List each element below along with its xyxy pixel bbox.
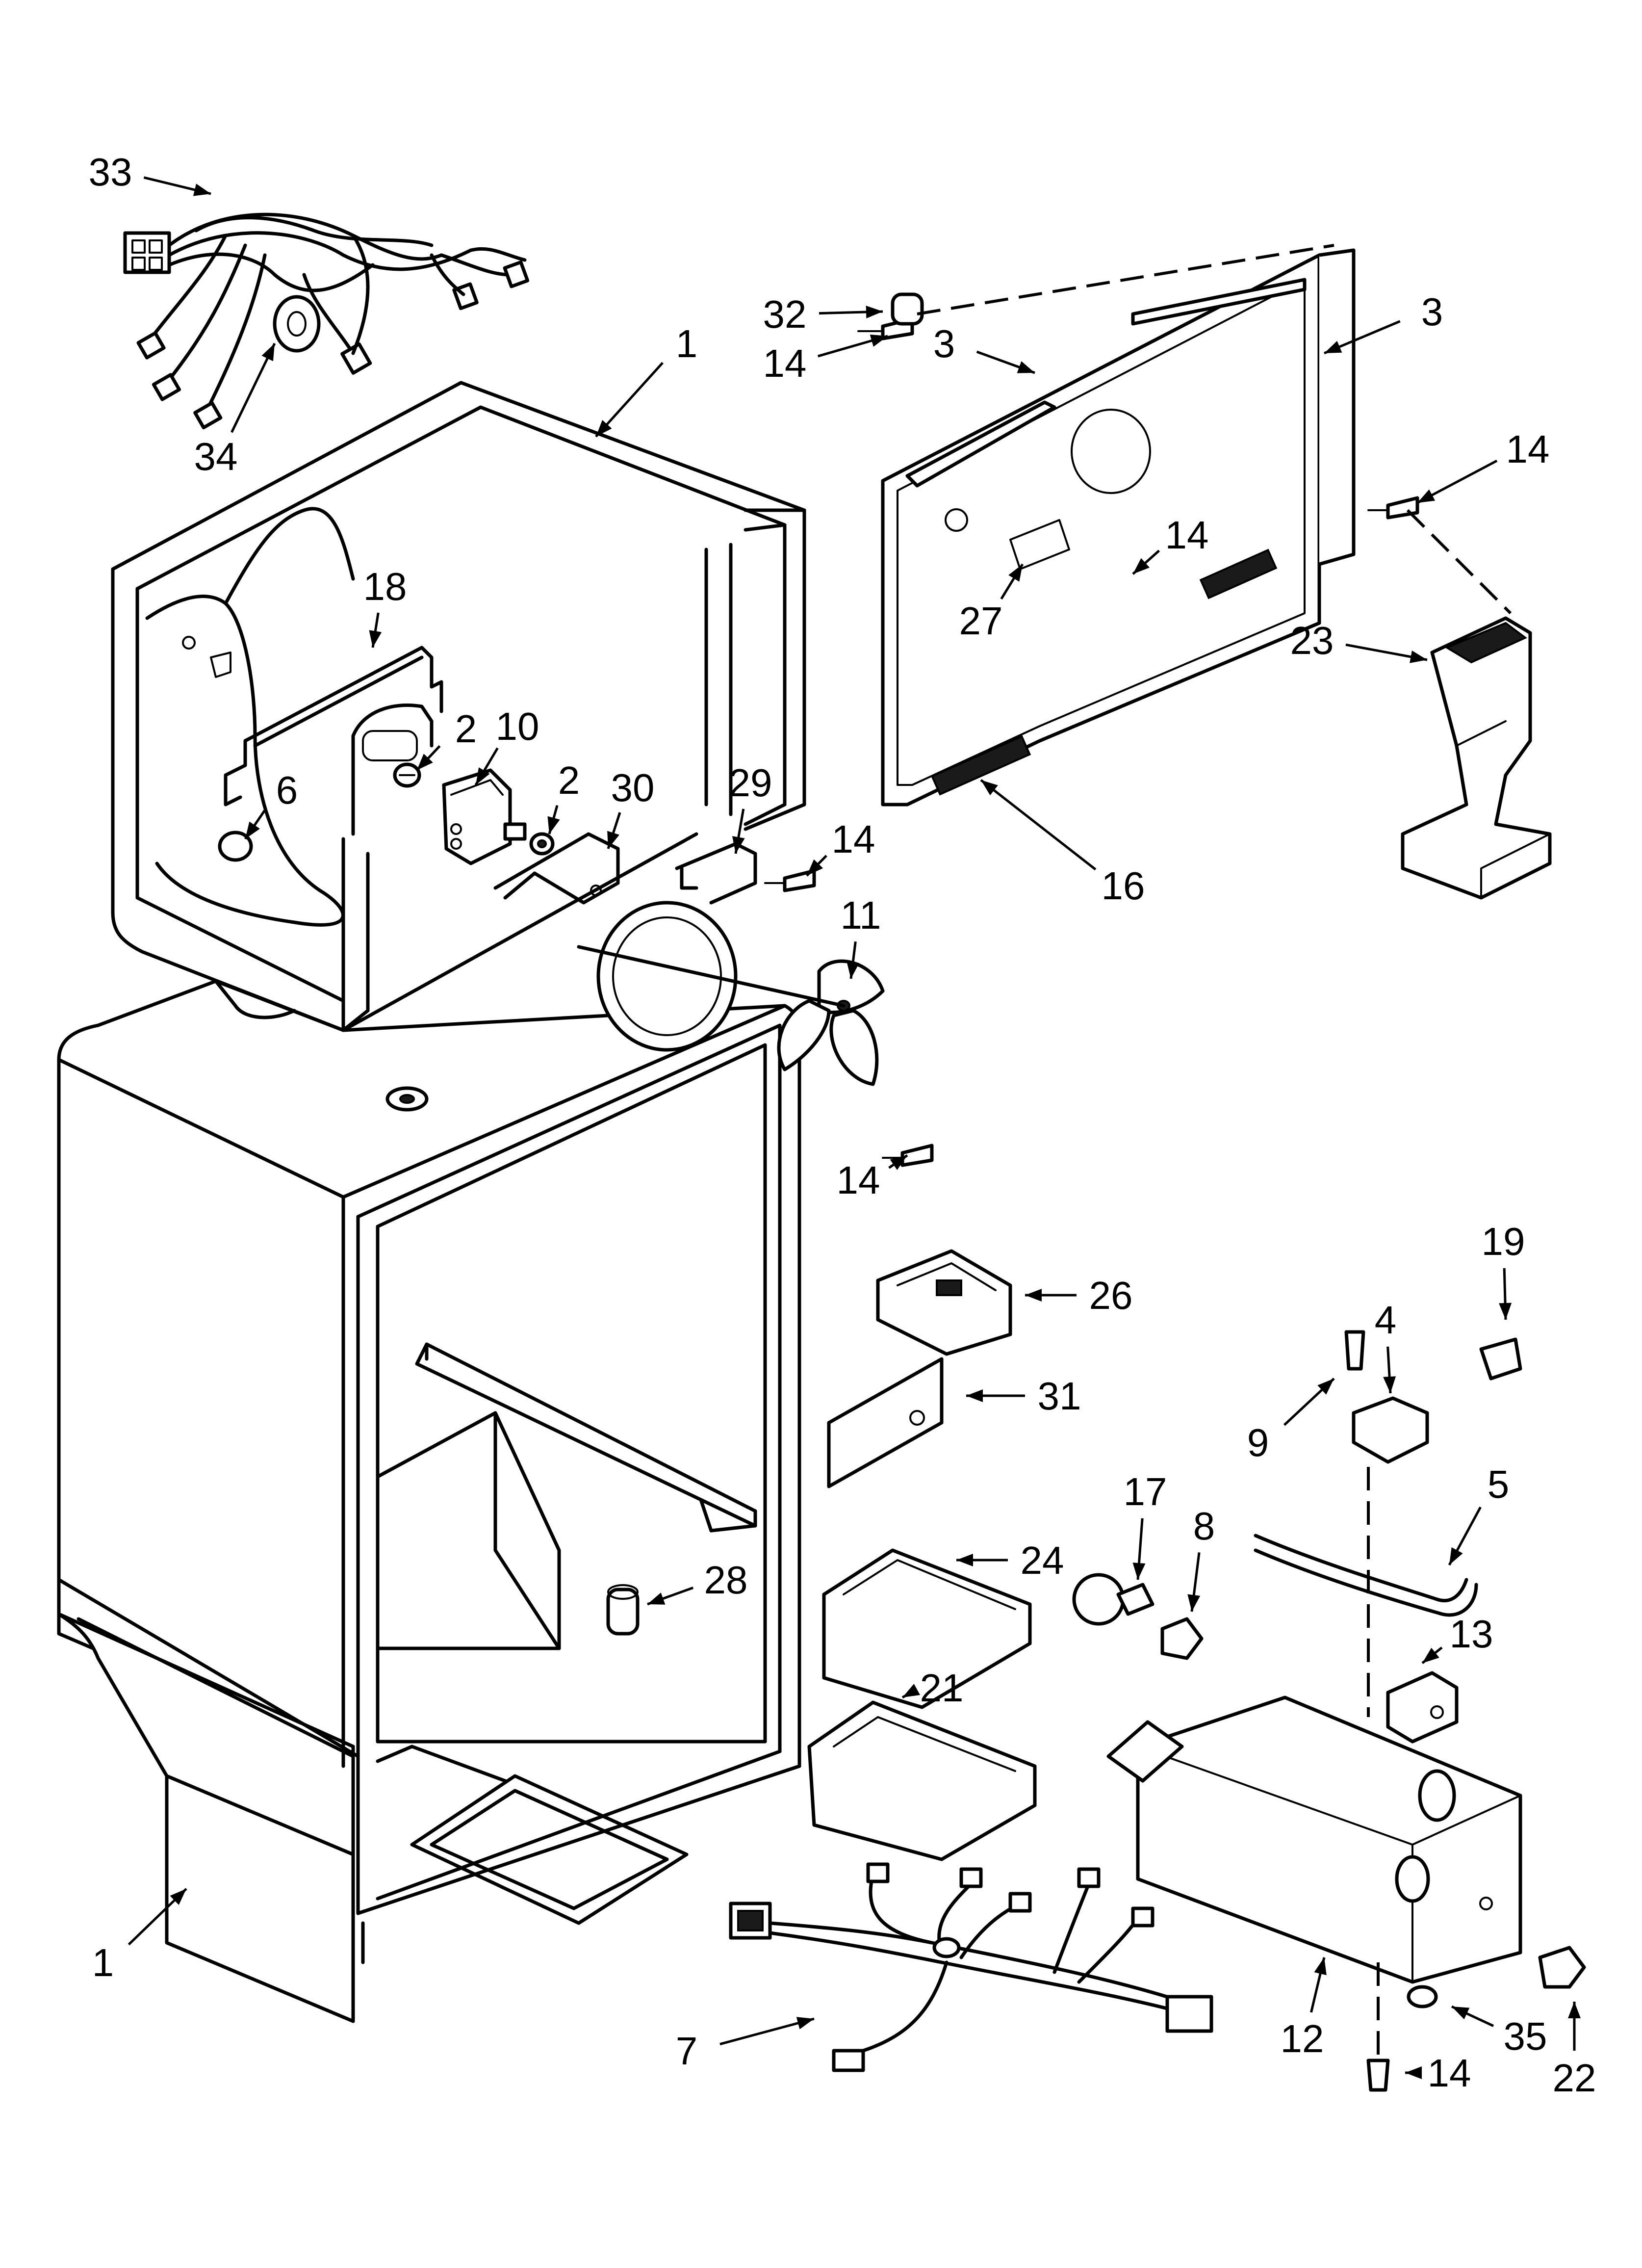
callout-c29: 29 xyxy=(729,761,772,805)
arrowhead-c18 xyxy=(369,630,382,648)
callout-c24: 24 xyxy=(1021,1538,1064,1582)
callout-c32: 32 xyxy=(763,292,807,336)
arrowhead-c29 xyxy=(732,836,745,854)
arrowhead-c34 xyxy=(261,343,275,362)
arrowhead-c23 xyxy=(1410,651,1427,663)
arrowhead-c17 xyxy=(1132,1563,1146,1580)
evaporator-cover xyxy=(881,248,1356,807)
callout-c4: 4 xyxy=(1375,1298,1397,1342)
wiring-harness-top xyxy=(123,212,530,430)
callout-c11: 11 xyxy=(840,893,881,937)
callout-c19: 19 xyxy=(1482,1220,1525,1263)
callout-c13: 13 xyxy=(1450,1612,1493,1656)
arrowhead-c14a xyxy=(870,334,888,347)
callout-c2a: 2 xyxy=(455,707,477,751)
arrowhead-c2a xyxy=(417,754,433,770)
arrowhead-c1b xyxy=(170,1889,186,1905)
air-duct xyxy=(1401,616,1552,900)
callout-c23: 23 xyxy=(1290,619,1334,662)
freezer-liner xyxy=(111,381,806,1032)
callout-c18: 18 xyxy=(363,565,407,608)
arrowhead-c3a xyxy=(1324,340,1342,353)
arrowhead-c4 xyxy=(1383,1376,1396,1393)
arrowhead-c3b xyxy=(1017,361,1035,373)
callout-c14e: 14 xyxy=(837,1158,880,1202)
callout-c3b: 3 xyxy=(933,322,955,365)
callout-c14b: 14 xyxy=(1506,427,1550,471)
callout-c14f: 14 xyxy=(1428,2051,1471,2095)
arrowhead-c26 xyxy=(1025,1289,1042,1302)
arrowhead-c10 xyxy=(476,767,490,785)
arrowhead-c6 xyxy=(245,821,260,839)
arrowhead-c14b xyxy=(1417,489,1436,503)
callout-c7: 7 xyxy=(676,2029,698,2073)
arrowhead-c11 xyxy=(847,961,860,979)
arrowhead-c35 xyxy=(1452,2007,1470,2020)
callout-c9: 9 xyxy=(1247,1421,1269,1464)
callout-c27: 27 xyxy=(959,599,1003,643)
arrowhead-c28 xyxy=(647,1592,666,1605)
callout-c17: 17 xyxy=(1124,1470,1167,1513)
callout-c21: 21 xyxy=(920,1666,964,1710)
callout-c14d: 14 xyxy=(832,817,875,861)
callout-c12: 12 xyxy=(1281,2017,1324,2060)
small-parts xyxy=(218,244,1586,2092)
arrowhead-c14c xyxy=(1133,558,1150,574)
callout-c8: 8 xyxy=(1193,1504,1215,1548)
callout-c14c: 14 xyxy=(1165,513,1209,557)
arrowhead-c5 xyxy=(1449,1547,1463,1565)
arrowhead-c33 xyxy=(193,183,211,196)
callout-c34: 34 xyxy=(194,435,238,478)
callout-c35: 35 xyxy=(1504,2014,1547,2058)
callout-c1a: 1 xyxy=(676,322,698,365)
callout-c16: 16 xyxy=(1102,864,1145,908)
callout-c26: 26 xyxy=(1089,1274,1133,1317)
callout-c2b: 2 xyxy=(558,758,580,802)
callout-c14a: 14 xyxy=(763,341,807,385)
callout-c1b: 1 xyxy=(92,1941,114,1984)
callout-c3a: 3 xyxy=(1421,290,1443,334)
arrowhead-c21 xyxy=(902,1684,921,1697)
wiring-harness-bottom xyxy=(729,1862,1213,2072)
callout-c5: 5 xyxy=(1488,1462,1510,1506)
arrowhead-c32 xyxy=(866,305,883,318)
callout-c30: 30 xyxy=(611,766,655,809)
callout-c6: 6 xyxy=(276,768,298,812)
arrowhead-c31 xyxy=(966,1389,983,1402)
arrowhead-c12 xyxy=(1314,1957,1327,1976)
leader-c16 xyxy=(980,779,1097,871)
fresh-food-liner xyxy=(57,979,801,2023)
arrowhead-c24 xyxy=(956,1554,973,1566)
arrowhead-c7 xyxy=(796,2017,814,2030)
arrowhead-c27 xyxy=(1008,564,1023,582)
arrowhead-c2b xyxy=(547,816,560,834)
arrowhead-c13 xyxy=(1422,1647,1439,1663)
arrowhead-c22 xyxy=(1568,2002,1581,2018)
callout-c10: 10 xyxy=(496,704,539,748)
arrowhead-c14d xyxy=(807,859,823,876)
callout-c33: 33 xyxy=(89,150,132,194)
arrowhead-c19 xyxy=(1499,1303,1512,1320)
arrowhead-c30 xyxy=(607,831,619,849)
arrowhead-c14e xyxy=(890,1155,907,1170)
arrowhead-c8 xyxy=(1187,1594,1201,1612)
callout-c22: 22 xyxy=(1553,2056,1596,2100)
callout-c28: 28 xyxy=(704,1558,748,1602)
arrowhead-c16 xyxy=(981,780,998,796)
arrowhead-c14f xyxy=(1405,2066,1422,2079)
callout-c31: 31 xyxy=(1038,1374,1081,1418)
arrowhead-c1a xyxy=(596,420,612,437)
arrowhead-c9 xyxy=(1317,1379,1334,1395)
